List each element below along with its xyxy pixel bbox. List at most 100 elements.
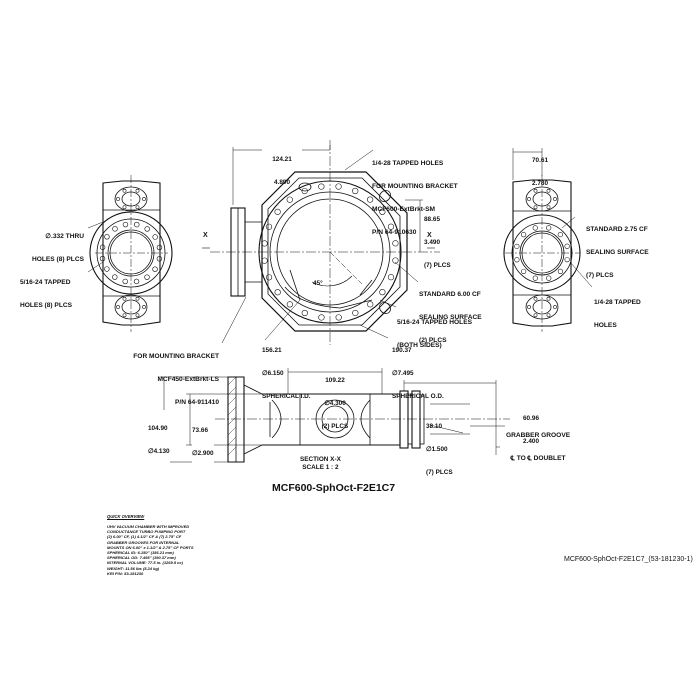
bolt-hole-ring-center <box>261 183 399 321</box>
bolt-hole <box>533 296 538 301</box>
bolt-hole <box>112 274 118 280</box>
bolt-hole <box>135 296 140 301</box>
dimension-lines <box>160 145 543 463</box>
section-caption: SECTION X-X SCALE 1 : 2 <box>300 456 341 471</box>
bolt-hole <box>135 188 140 193</box>
bolt-hole <box>301 309 308 317</box>
bolt-hole <box>553 305 557 309</box>
drawing-title: MCF600-SphOct-F2E1C7 <box>272 482 396 494</box>
bolt-hole <box>152 266 158 272</box>
callout-grabber: GRABBER GROOVE ℄ TO ℄ DOUBLET <box>506 432 571 462</box>
dim-88: 88.65 3.490 (7) PLCS <box>424 216 451 269</box>
dim-156: 156.21 ∅6.150 SPHERICAL I.D. <box>262 347 311 400</box>
callout-thru-holes: ∅.332 THRU HOLES (8) PLCS <box>31 233 84 263</box>
overview-line: SPHERICAL ID: 6.150" (156.21 mm) <box>107 550 174 555</box>
bolt-hole <box>116 197 120 201</box>
bolt-hole <box>557 231 563 238</box>
bolt-hole <box>144 274 150 280</box>
bolt-hole <box>122 296 127 301</box>
bolt-hole <box>387 223 395 230</box>
dim-60: 60.96 2.400 <box>523 415 539 445</box>
bolt-hole <box>532 225 538 231</box>
overview-line: SPHERICAL OD: 7.495" (190.37 mm) <box>107 555 176 561</box>
bolt-hole <box>527 305 531 309</box>
bolt-hole <box>392 240 399 247</box>
callout-right-tapped: 1/4-28 TAPPED HOLES <box>594 299 641 329</box>
bolt-hole <box>142 197 146 201</box>
bolt-hole <box>122 188 127 193</box>
bolt-hole <box>265 274 273 281</box>
bolt-hole-ring-left <box>99 221 163 285</box>
section-marker-right: X <box>427 232 432 239</box>
dim-190: 190.37 ∅7.495 SPHERICAL O.D. <box>392 347 444 400</box>
bolt-hole <box>352 187 359 195</box>
bolt-hole <box>514 257 520 263</box>
bolt-hole <box>135 313 140 318</box>
bolt-hole <box>352 309 359 317</box>
bolt-hole <box>520 232 527 238</box>
bolt-hole <box>546 275 552 281</box>
section-marker-left: X <box>203 232 208 239</box>
bolt-hole <box>557 268 564 274</box>
bolt-hole <box>133 278 140 285</box>
bolt-hole <box>564 243 570 249</box>
bolt-hole <box>274 289 281 296</box>
dim-104: 104.90 ∅4.130 <box>148 410 170 464</box>
bolt-hole <box>156 244 163 251</box>
bolt-hole-ring-right-top <box>527 188 557 210</box>
callout-tapped-both: 5/16-24 TAPPED HOLES (BOTH SIDES) <box>397 319 472 349</box>
bolt-hole <box>335 314 342 321</box>
bolt-hole <box>546 296 551 301</box>
bolt-hole <box>527 197 531 201</box>
bolt-hole <box>564 257 570 263</box>
bolt-hole <box>144 226 150 232</box>
bolt-hole <box>274 208 281 215</box>
bolt-hole <box>533 205 538 210</box>
bolt-hole <box>156 256 163 262</box>
bolt-hole <box>367 301 374 308</box>
bolt-hole <box>546 188 551 193</box>
bolt-hole <box>152 234 158 240</box>
dim-70: 70.61 2.780 <box>532 157 548 187</box>
bolt-hole-ring-left-top <box>116 188 146 210</box>
right-end-view <box>503 175 581 332</box>
bolt-hole <box>533 188 538 193</box>
callout-std-275: STANDARD 2.75 CF SEALING SURFACE (7) PLC… <box>586 226 649 279</box>
bolt-hole <box>387 274 395 281</box>
bolt-hole <box>533 313 538 318</box>
callout-left-tapped: 5/16-24 TAPPED HOLES (8) PLCS <box>20 279 73 309</box>
bolt-hole <box>286 196 293 203</box>
overview-line: UHV VACUUM CHAMBER WITH IMPROVED <box>107 524 190 529</box>
bolt-hole <box>546 313 551 318</box>
bolt-hole <box>112 226 118 232</box>
part-number-ref: MCF600-SphOct-F2E1C7_(53-181230-1) <box>564 556 693 563</box>
bolt-hole-ring-left-bottom <box>116 296 146 318</box>
bolt-hole <box>379 289 386 296</box>
bolt-hole <box>122 278 128 285</box>
bolt-hole <box>553 197 557 201</box>
bolt-hole <box>142 305 146 309</box>
bolt-hole <box>392 257 399 264</box>
overview-line: CONDUCTANCE TURBO PUMPING PORT <box>107 529 186 535</box>
bolt-hole <box>261 257 268 264</box>
bolt-hole-ring-right <box>514 225 570 281</box>
bolt-hole <box>521 268 527 275</box>
bolt-hole <box>318 314 325 321</box>
leader-lines <box>87 149 593 434</box>
bolt-hole <box>318 183 325 190</box>
bolt-hole <box>116 305 120 309</box>
overview-line: WEIGHT: 11.56 lbs (5.24 kg) <box>107 565 160 571</box>
overview-heading: QUICK OVERVIEW <box>107 514 145 519</box>
overview-line: KRI P/N: 53-181230 <box>107 570 144 576</box>
bolt-hole <box>514 243 520 249</box>
bolt-hole <box>99 244 106 250</box>
dim-73: 73.66 ∅2.900 <box>192 412 214 466</box>
center-side-view <box>202 140 440 345</box>
bolt-hole <box>99 255 106 262</box>
bolt-hole <box>134 221 140 228</box>
bolt-hole <box>335 183 342 190</box>
overview-line: (2) 6.00" CF, (1) 4.1/2" CF & (7) 2.75" … <box>107 534 182 540</box>
bolt-hole <box>265 223 273 230</box>
overview-line: INTERNAL VOLUME: 77.5 in. (1269.5 cc) <box>107 560 183 566</box>
